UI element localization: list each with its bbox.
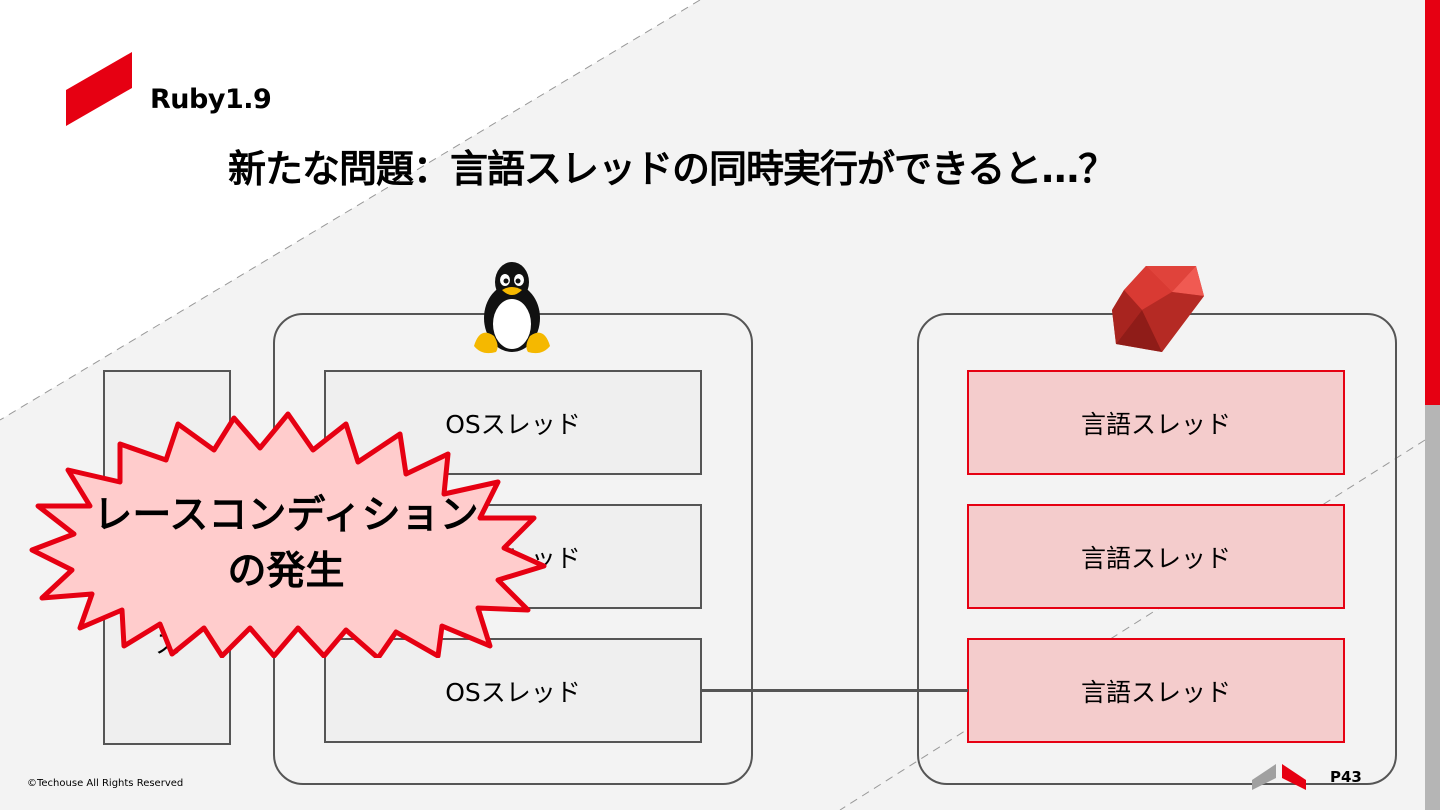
- language-thread-label: 言語スレッド: [1080, 677, 1231, 707]
- thread-connector-line: [700, 689, 968, 692]
- os-thread-label: OSスレッド: [445, 677, 581, 707]
- os-thread-box: OSスレッド: [324, 638, 702, 743]
- language-thread-label: 言語スレッド: [1080, 543, 1231, 573]
- side-accent-bar-red: [1425, 0, 1440, 405]
- callout-line-1: レースコンディション: [93, 493, 479, 538]
- company-logo-icon: [1252, 764, 1306, 790]
- section-marker-icon: [66, 52, 132, 126]
- language-thread-label: 言語スレッド: [1080, 409, 1231, 439]
- linux-tux-icon: [474, 262, 550, 354]
- side-accent-bar-grey: [1425, 405, 1440, 810]
- copyright-text: ©Techouse All Rights Reserved: [27, 778, 184, 789]
- language-thread-box: 言語スレッド: [967, 638, 1345, 743]
- page-number: P43: [1330, 768, 1362, 786]
- slide-title: 新たな問題：言語スレッドの同時実行ができると…？: [228, 147, 1116, 191]
- language-thread-box: 言語スレッド: [967, 504, 1345, 609]
- section-label: Ruby1.9: [150, 84, 272, 115]
- callout-line-2: の発生: [227, 549, 345, 594]
- race-condition-burst: [29, 411, 547, 658]
- language-thread-box: 言語スレッド: [967, 370, 1345, 475]
- ruby-gem-icon: [1112, 266, 1204, 352]
- race-condition-callout: レースコンディション の発生: [28, 488, 544, 600]
- os-thread-label: OSスレッド: [445, 409, 581, 439]
